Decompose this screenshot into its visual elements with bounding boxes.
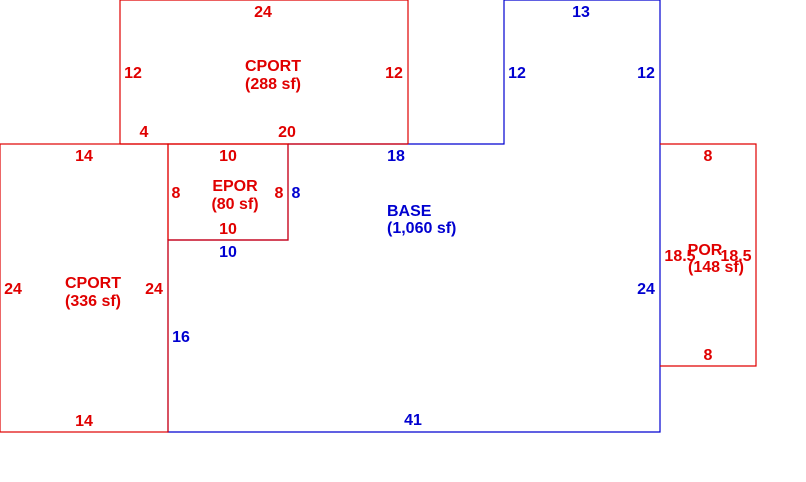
epor-name: EPOR: [212, 178, 258, 195]
dim-cport-top-bottom-a: 4: [140, 124, 149, 141]
dim-por-left: 18.5: [664, 248, 695, 265]
por-name: POR: [688, 242, 723, 259]
cport-left-name: CPORT: [65, 275, 121, 292]
dim-cport-top-bottom-b: 20: [278, 124, 296, 141]
dim-base-epor-bottom: 10: [219, 244, 237, 261]
cport-top-name: CPORT: [245, 58, 301, 75]
dim-cport-left-left: 24: [4, 281, 22, 298]
dim-epor-right: 8: [275, 185, 284, 202]
epor-outline: [167, 143, 289, 241]
dim-cport-left-bottom: 14: [75, 413, 93, 430]
dim-base-left: 16: [172, 329, 190, 346]
dim-cport-left-right: 24: [145, 281, 163, 298]
dim-base-right-upper: 12: [637, 65, 655, 82]
cport-top-outline: [119, 0, 409, 144]
dim-por-bottom: 8: [704, 347, 713, 364]
epor-area: (80 sf): [211, 196, 258, 213]
dim-base-left-upper: 12: [508, 65, 526, 82]
base-area: (1,060 sf): [387, 220, 456, 237]
cport-top-area: (288 sf): [245, 76, 301, 93]
dim-epor-left: 8: [172, 185, 181, 202]
dim-por-top: 8: [704, 148, 713, 165]
cport-left-area: (336 sf): [65, 293, 121, 310]
dim-base-mid-top: 18: [387, 148, 405, 165]
dim-cport-top-top: 24: [254, 4, 272, 21]
dim-cport-top-left: 12: [124, 65, 142, 82]
dim-epor-top: 10: [219, 148, 237, 165]
dim-base-epor-right: 8: [292, 185, 301, 202]
cport-left-outline: [0, 143, 169, 433]
dim-cport-left-top: 14: [75, 148, 93, 165]
base-name: BASE: [387, 203, 432, 220]
dim-cport-top-right: 12: [385, 65, 403, 82]
dim-base-right: 24: [637, 281, 655, 298]
dim-epor-bottom: 10: [219, 221, 237, 238]
dim-por-right: 18.5: [720, 248, 751, 265]
por-outline: [660, 143, 757, 367]
dim-base-top: 13: [572, 4, 590, 21]
por-area: (148 sf): [688, 259, 744, 276]
dim-base-bottom: 41: [404, 412, 422, 429]
